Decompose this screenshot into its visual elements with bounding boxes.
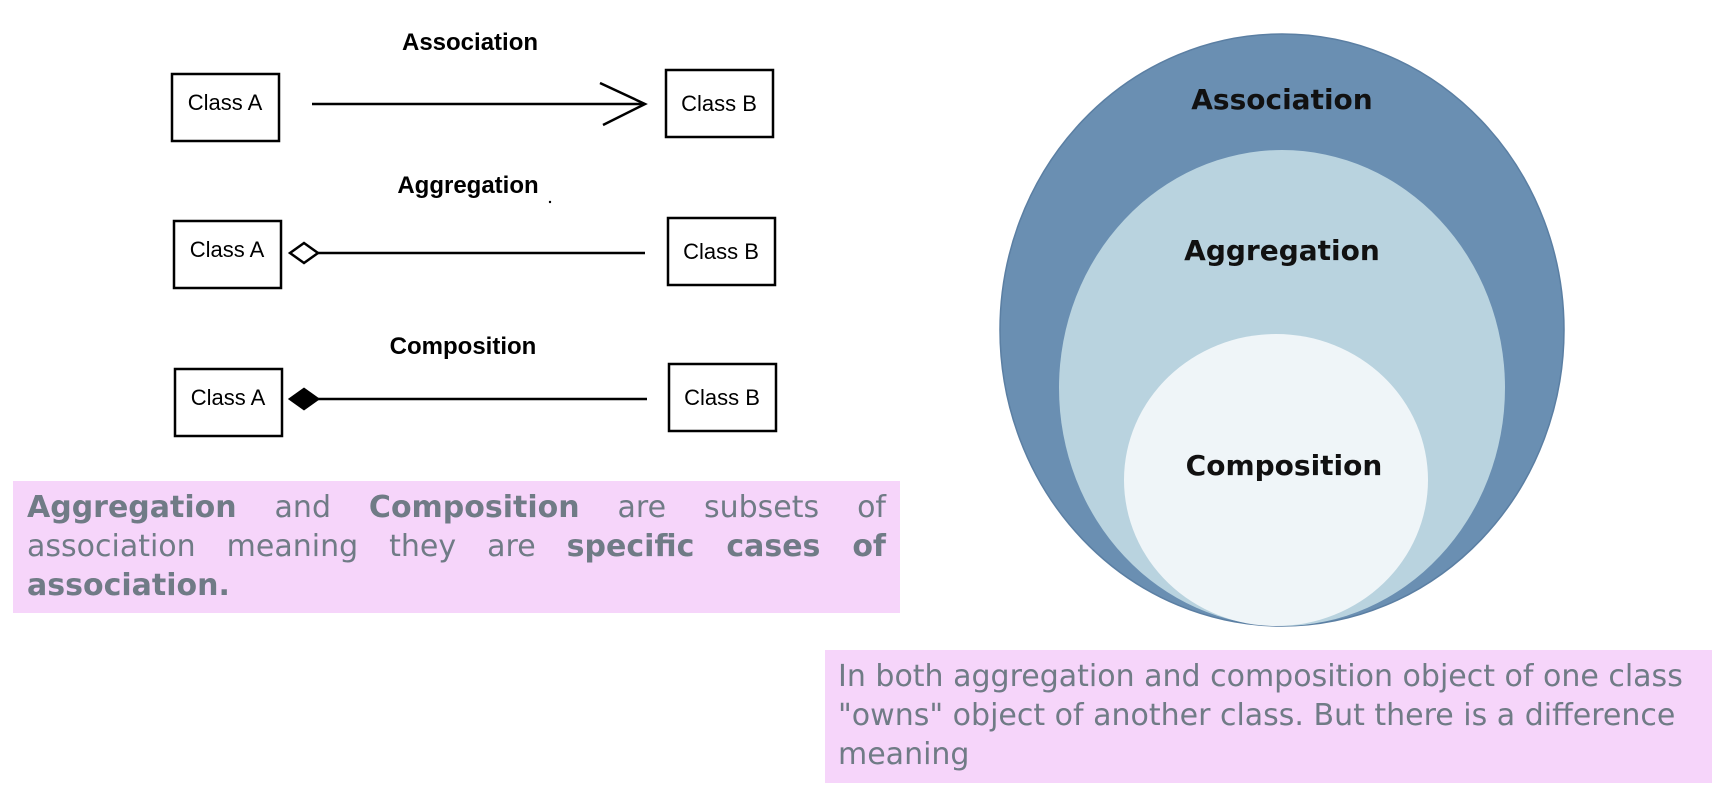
uml-relationship-diagram: Association Class A Class B Aggregation … — [170, 29, 778, 438]
composition-title: Composition — [390, 333, 537, 360]
open-arrowhead-icon — [599, 81, 648, 127]
aggregation-class-b-box — [666, 216, 777, 287]
filled-diamond-icon — [287, 387, 321, 411]
hollow-diamond-icon — [287, 241, 321, 265]
association-title: Association — [402, 29, 538, 56]
venn-association-label: Association — [1191, 83, 1372, 116]
composition-class-b-box — [667, 362, 778, 433]
association-class-a-label: Class A — [188, 90, 263, 115]
composition-ellipse — [1124, 334, 1428, 626]
composition-class-a-label: Class A — [191, 385, 266, 410]
aggregation-term: Aggregation — [27, 490, 237, 525]
aggregation-class-b-label: Class B — [683, 239, 759, 264]
ownership-note-text: In both aggregation and composition obje… — [838, 659, 1683, 772]
stray-dot — [548, 200, 552, 204]
nested-venn-diagram: Association Aggregation Composition — [999, 33, 1565, 627]
venn-aggregation-label: Aggregation — [1184, 234, 1380, 267]
association-class-b-box — [664, 68, 775, 139]
association-class-a-box — [170, 72, 281, 143]
aggregation-class-a-label: Class A — [190, 237, 265, 262]
ownership-explanation-note: In both aggregation and composition obje… — [825, 650, 1712, 783]
association-class-b-label: Class B — [681, 91, 757, 116]
venn-composition-label: Composition — [1186, 449, 1383, 482]
aggregation-title: Aggregation — [397, 172, 538, 199]
composition-class-b-label: Class B — [684, 385, 760, 410]
composition-row: Composition Class A Class B — [173, 333, 778, 438]
specific-cases-emphasis: specific cases of association. — [27, 529, 886, 603]
aggregation-row: Aggregation Class A Class B — [172, 172, 777, 290]
composition-class-a-box — [173, 367, 284, 438]
note-middle-text: are subsets of association meaning they … — [27, 490, 886, 564]
association-row: Association Class A Class B — [170, 29, 775, 143]
and-word: and — [274, 490, 331, 525]
composition-term: Composition — [368, 490, 580, 525]
aggregation-class-a-box — [172, 219, 283, 290]
subset-explanation-note: Aggregation and Composition are subsets … — [13, 481, 900, 613]
